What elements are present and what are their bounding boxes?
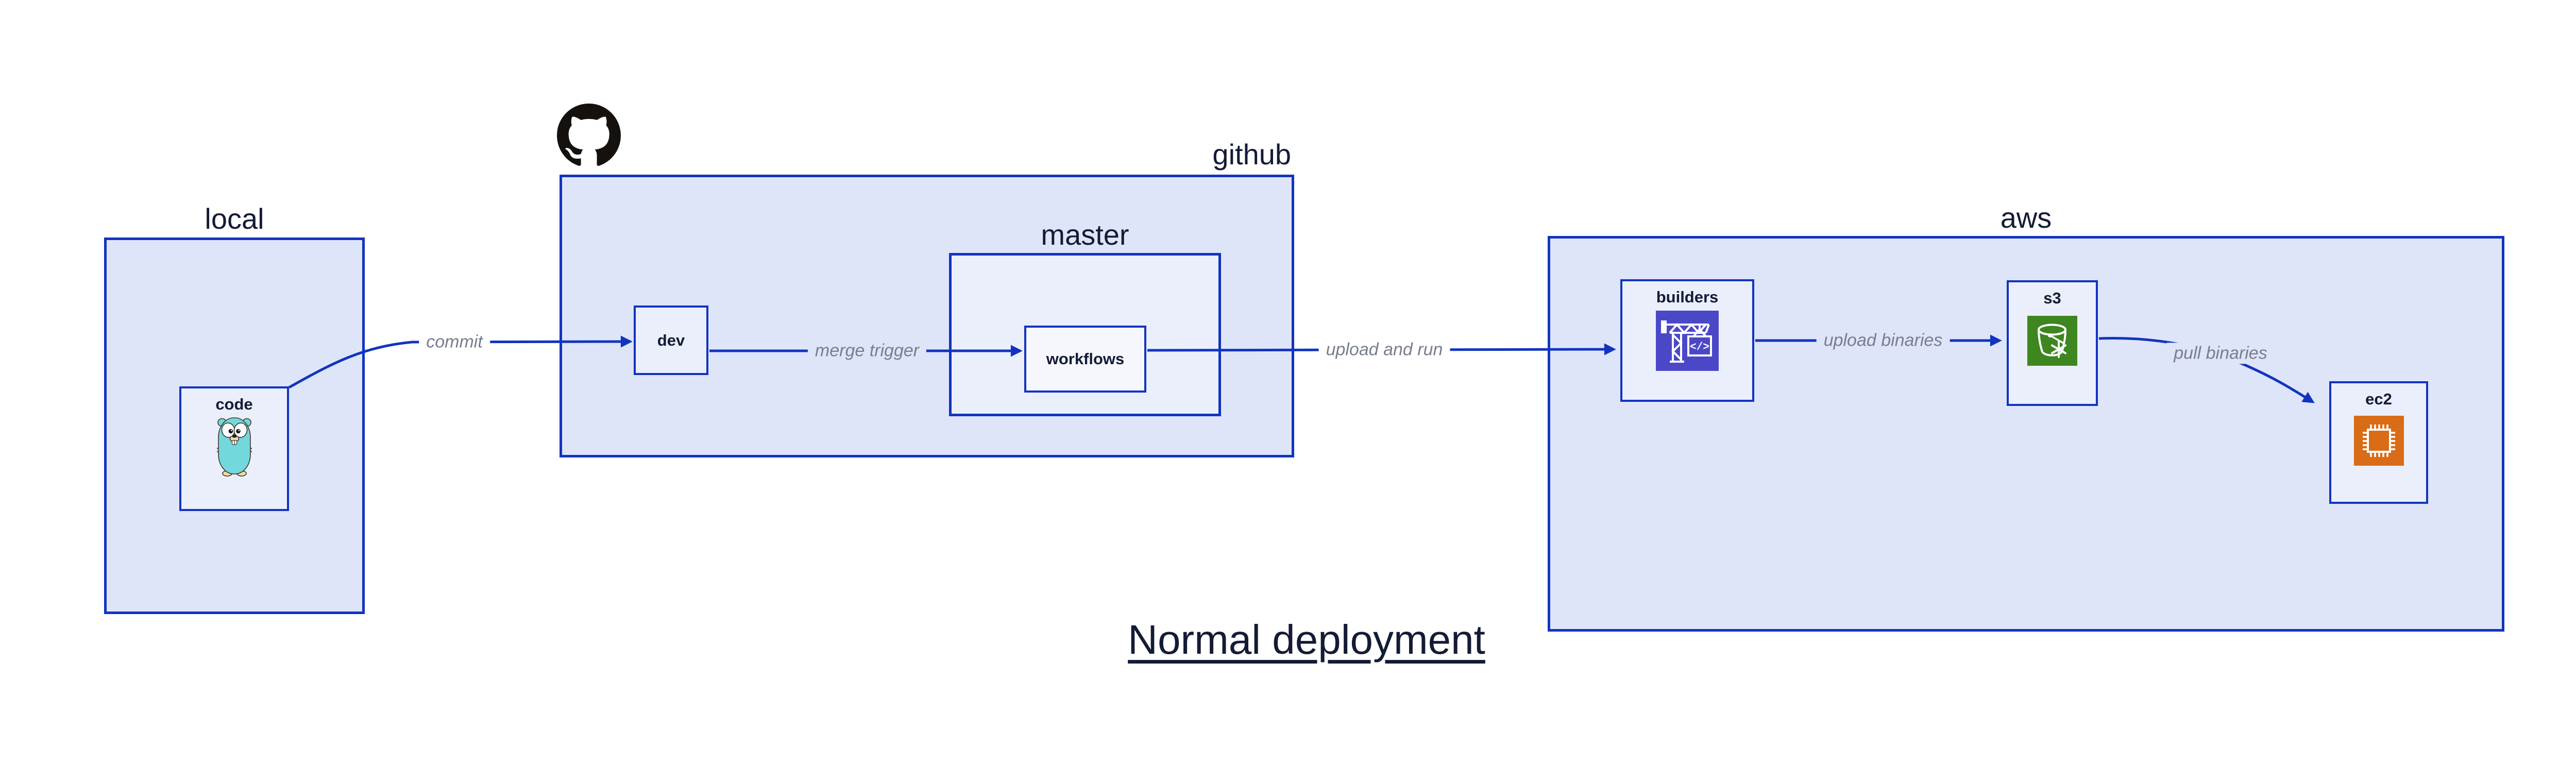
go-gopher-icon [216,417,252,477]
edge-label-commit: commit [419,331,490,353]
node-workflows: workflows [1024,326,1146,393]
edge-label-pull-binaries: pull binaries [2166,343,2275,364]
code-glyph: </> [1690,342,1709,353]
edge-label-upload-and-run: upload and run [1318,339,1450,361]
node-ec2: ec2 [2329,381,2428,504]
node-label-dev: dev [657,331,685,349]
node-code: code [179,386,289,511]
group-label-master: master [1041,218,1129,251]
ec2-chip-icon [2353,416,2404,466]
node-builders: builders </> [1620,279,1754,402]
group-label-github: github [1212,138,1291,171]
node-label-code: code [215,395,253,413]
group-label-local: local [205,202,264,235]
node-label-ec2: ec2 [2365,390,2392,408]
node-s3: s3 [2007,280,2098,406]
s3-bucket-icon [2027,316,2077,366]
edge-label-merge-trigger: merge trigger [807,340,927,362]
codebuild-crane-icon: </> [1656,311,1719,371]
github-logo-icon [557,104,621,166]
node-label-workflows: workflows [1046,350,1125,368]
edge-label-upload-binaries: upload binaries [1816,330,1950,351]
group-label-aws: aws [2000,201,2052,234]
node-label-s3: s3 [2043,289,2061,307]
diagram-title: Normal deployment [1128,617,1485,663]
node-dev: dev [634,305,708,375]
node-label-builders: builders [1656,288,1719,306]
